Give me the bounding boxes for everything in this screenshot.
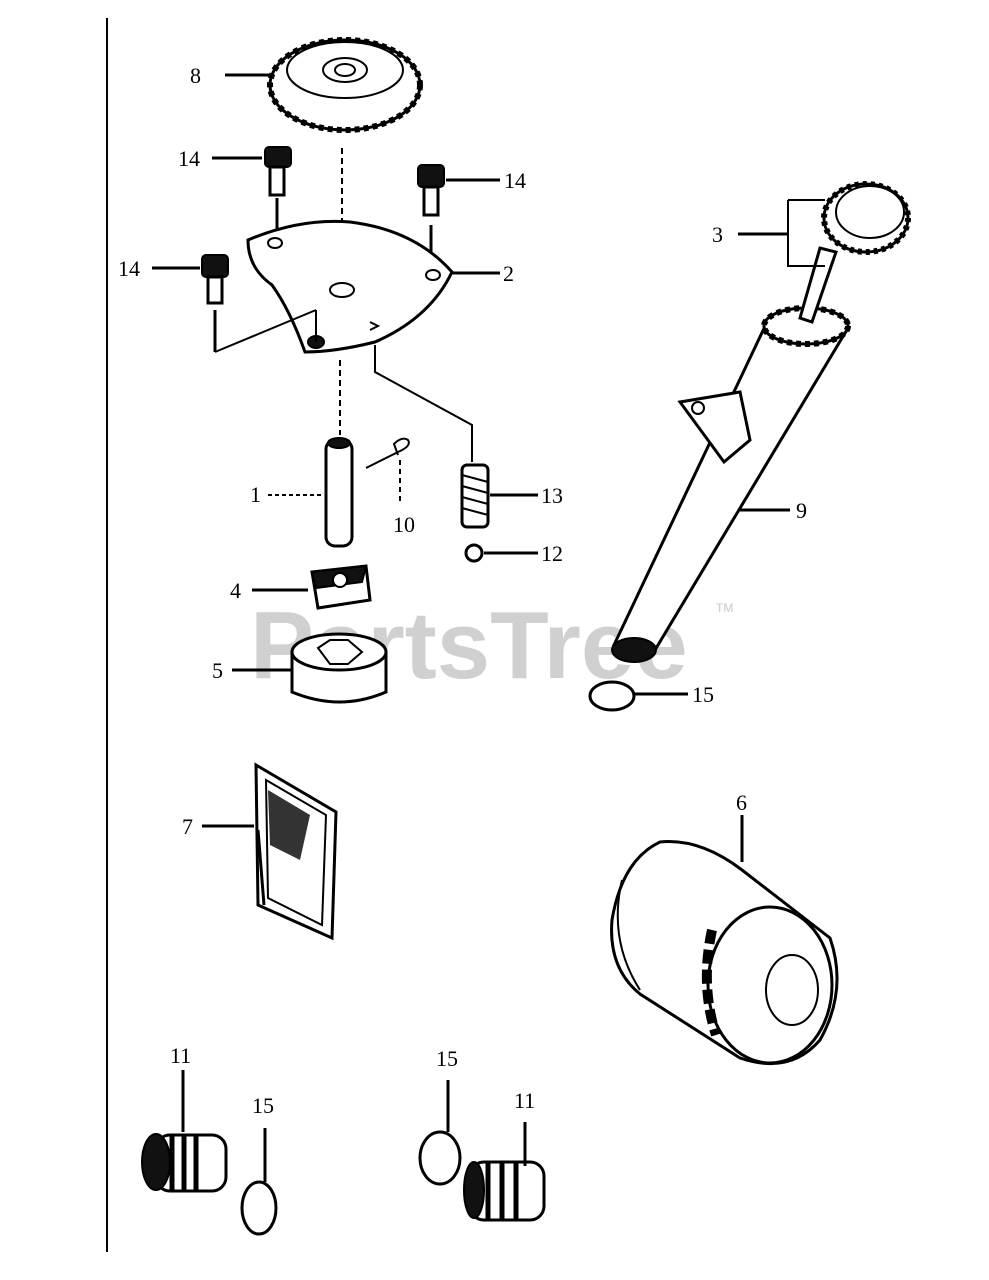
callout-15-b: 15 (252, 1093, 274, 1118)
pump-cover-plate-icon[interactable] (246, 219, 454, 354)
bolt-icon[interactable] (201, 254, 229, 352)
callout-4: 4 (230, 578, 241, 603)
bolt-icon[interactable] (417, 164, 445, 265)
callout-11-b: 11 (514, 1088, 535, 1113)
callout-14-c: 14 (118, 256, 140, 281)
pump-rotor-inner-icon[interactable] (310, 564, 372, 610)
callout-14-b: 14 (504, 168, 526, 193)
callout-2: 2 (503, 261, 514, 286)
check-ball-icon[interactable] (464, 543, 484, 563)
pump-gear-icon[interactable] (267, 37, 423, 133)
callout-7: 7 (182, 814, 193, 839)
callout-12: 12 (541, 541, 563, 566)
callout-11-a: 11 (170, 1043, 191, 1068)
callout-8: 8 (190, 63, 201, 88)
drain-plug-icon[interactable] (463, 1160, 546, 1222)
o-ring-icon[interactable] (240, 1180, 278, 1236)
drain-plug-icon[interactable] (141, 1133, 228, 1193)
watermark-trademark: TM (716, 601, 733, 615)
dipstick-cap-icon[interactable] (798, 181, 911, 324)
callout-5: 5 (212, 658, 223, 683)
callout-14-a: 14 (178, 146, 200, 171)
callout-9: 9 (796, 498, 807, 523)
callout-13: 13 (541, 483, 563, 508)
callout-15-c: 15 (436, 1046, 458, 1071)
callout-6: 6 (736, 790, 747, 815)
o-ring-icon[interactable] (418, 1130, 462, 1186)
callout-15-a: 15 (692, 682, 714, 707)
callout-3: 3 (712, 222, 723, 247)
callout-1: 1 (250, 482, 261, 507)
dipstick-tube-icon[interactable] (611, 305, 851, 663)
spring-icon[interactable] (460, 463, 490, 529)
oil-filter-icon[interactable] (610, 840, 839, 1066)
o-ring-icon[interactable] (588, 680, 636, 712)
callout-10: 10 (393, 512, 415, 537)
roll-pin-icon[interactable] (365, 437, 410, 505)
pump-rotor-outer-icon[interactable] (290, 632, 388, 704)
pump-shaft-icon[interactable] (324, 437, 354, 548)
oil-screen-icon[interactable] (254, 762, 338, 941)
